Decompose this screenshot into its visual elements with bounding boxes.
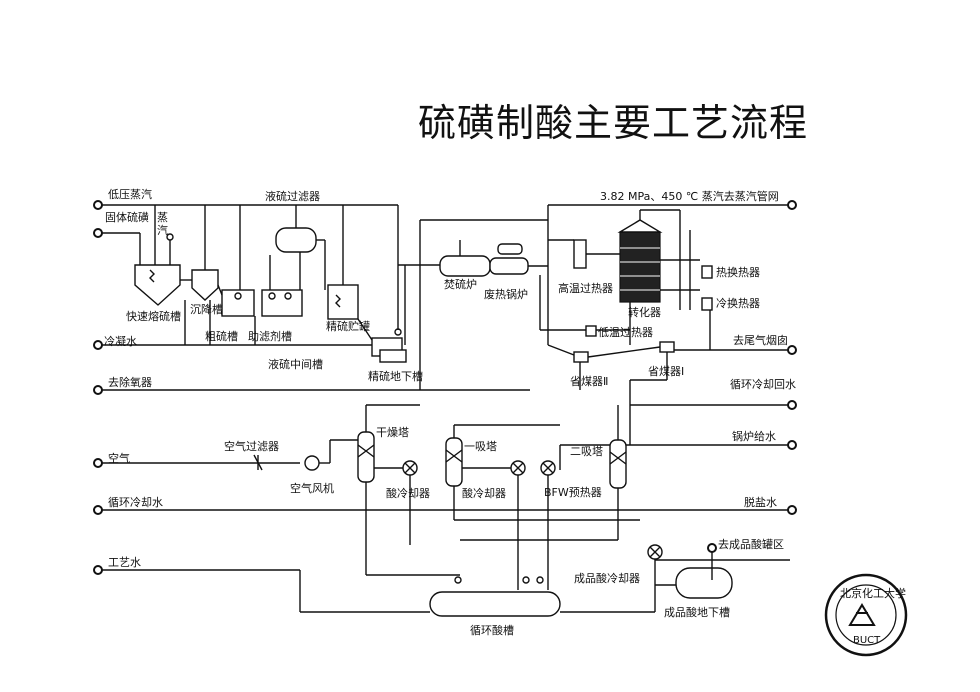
right-pipes	[547, 204, 790, 561]
label-air-filter: 空气过滤器	[224, 439, 279, 453]
terminal-to-product	[707, 543, 717, 553]
terminal-cw-return	[787, 400, 797, 410]
label-acid-cooler1: 酸冷却器	[386, 486, 430, 500]
terminal-boiler-feed	[787, 440, 797, 450]
hi-superheater	[573, 239, 587, 269]
label-bfw-preheater: BFW预热器	[544, 486, 602, 499]
absorption-section	[253, 404, 733, 617]
conversion-section	[398, 209, 713, 445]
label-economizer1: 省煤器Ⅰ	[648, 365, 684, 378]
dry-tower	[357, 431, 375, 483]
label-air-fan: 空气风机	[290, 481, 334, 495]
terminal-condensate	[93, 340, 103, 350]
sulfur-melting-section	[134, 205, 407, 363]
label-economizer2: 省煤器Ⅱ	[570, 375, 608, 388]
left-terminals	[93, 200, 103, 575]
label-acid-cooler2: 酸冷却器	[462, 486, 506, 500]
abs1-tower	[445, 437, 463, 487]
label-abs1: 一吸塔	[464, 440, 497, 453]
hot-heat-exchanger	[701, 265, 713, 279]
terminal-low-steam	[93, 200, 103, 210]
diagram-labels: 低压蒸汽 固体硫磺 蒸 汽 液硫过滤器 3.82 MPa、450 ℃ 蒸汽去蒸汽…	[104, 187, 796, 637]
lo-superheater	[585, 325, 597, 337]
label-abs2: 二吸塔	[570, 445, 603, 458]
label-demin: 脱盐水	[744, 495, 777, 509]
label-crude-tank: 粗硫槽	[205, 329, 238, 343]
label-refined-storage: 精硫贮罐	[326, 319, 370, 333]
label-fast-melt: 快速熔硫槽	[126, 309, 181, 323]
label-steam-b: 汽	[157, 223, 168, 237]
label-low-steam: 低压蒸汽	[108, 187, 152, 201]
label-condensate: 冷凝水	[104, 334, 137, 348]
settle-tank	[191, 269, 219, 301]
label-process-water: 工艺水	[108, 556, 141, 569]
label-dry-tower: 干燥塔	[376, 426, 409, 439]
liquid-filter	[275, 227, 317, 253]
label-aid-tank: 助滤剂槽	[248, 329, 292, 343]
logo-name: 北京化工大学	[840, 586, 906, 600]
terminal-cw	[93, 505, 103, 515]
label-product-cooler: 成品酸冷却器	[574, 571, 640, 585]
label-product-under: 成品酸地下槽	[664, 605, 730, 619]
label-cw: 循环冷却水	[108, 496, 163, 509]
terminal-process-water	[93, 565, 103, 575]
label-converter: 转化器	[628, 305, 661, 319]
buct-logo: 北京化工大学 BUCT	[824, 573, 908, 657]
label-waste-boiler: 废热锅炉	[484, 287, 528, 301]
label-air: 空气	[108, 451, 130, 465]
economizer-2	[573, 351, 589, 363]
label-liquid-mid: 液硫中间槽	[268, 357, 323, 371]
converter	[619, 231, 661, 303]
label-boiler-feed: 锅炉给水	[732, 430, 776, 443]
label-circ-tank: 循环酸槽	[470, 623, 514, 637]
terminal-tail-gas	[787, 345, 797, 355]
label-refined-under: 精硫地下槽	[368, 369, 423, 383]
air-fan	[304, 455, 320, 471]
product-underground-tank	[675, 567, 733, 599]
label-tail-gas: 去尾气烟囱	[733, 333, 788, 347]
circulation-acid-tank	[429, 591, 561, 617]
economizer-1	[659, 341, 675, 353]
label-cold-ex: 冷换热器	[716, 296, 760, 310]
left-pipes	[100, 204, 790, 613]
refined-underground-tank	[379, 349, 407, 363]
label-to-product: 去成品酸罐区	[718, 537, 784, 551]
label-liquid-filter: 液硫过滤器	[265, 189, 320, 203]
fast-melt-tank	[134, 264, 181, 306]
sulfur-burner	[439, 255, 491, 277]
terminal-deaerator	[93, 385, 103, 395]
label-lo-superheater: 低温过热器	[598, 326, 653, 339]
page-title: 硫磺制酸主要工艺流程	[418, 101, 809, 145]
label-hi-superheater: 高温过热器	[558, 281, 613, 295]
label-burner: 焚硫炉	[444, 277, 477, 291]
terminal-solid-sulfur	[93, 228, 103, 238]
waste-heat-boiler	[489, 257, 529, 275]
terminal-steam-out	[787, 200, 797, 210]
label-steam-a: 蒸	[157, 211, 168, 224]
refined-storage-tank	[327, 284, 359, 320]
aid-tank	[261, 289, 303, 317]
label-settle: 沉降槽	[190, 302, 223, 316]
label-heat-ex: 热换热器	[716, 265, 760, 279]
label-steam-out: 3.82 MPa、450 ℃ 蒸汽去蒸汽管网	[600, 189, 779, 203]
abs2-tower	[609, 439, 627, 489]
terminal-air	[93, 458, 103, 468]
terminal-demin	[787, 505, 797, 515]
label-deaerator: 去除氧器	[108, 375, 152, 389]
cold-heat-exchanger	[701, 297, 713, 311]
label-cw-return: 循环冷却回水	[730, 378, 796, 391]
logo-abbr: BUCT	[853, 635, 881, 646]
label-solid-sulfur: 固体硫磺	[105, 210, 149, 224]
